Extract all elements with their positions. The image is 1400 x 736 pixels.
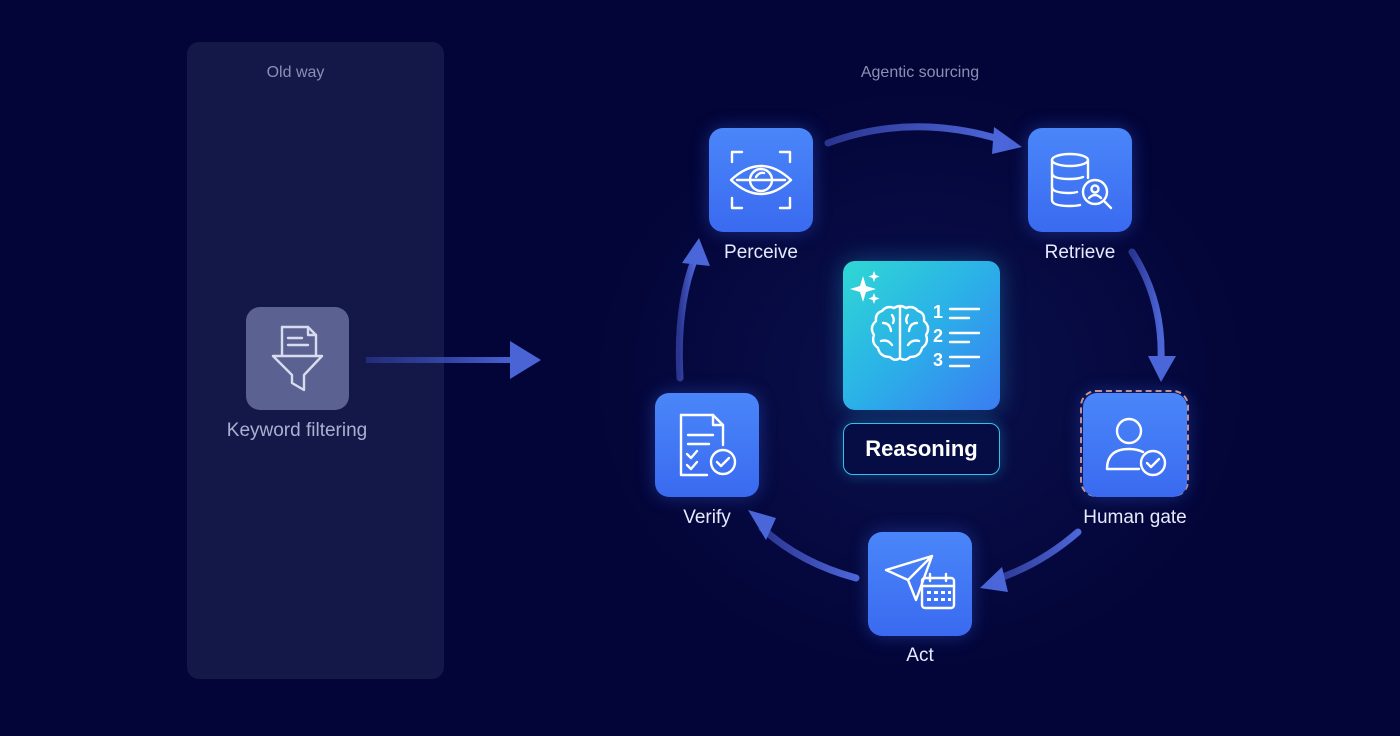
keyword-filtering-tile[interactable] [246,307,349,410]
cycle-arrowheads [682,127,1176,592]
act-tile[interactable] [868,532,972,636]
document-funnel-icon [271,325,324,392]
act-label: Act [906,645,934,666]
sparkle-icon [850,271,880,304]
agentic-sourcing-title: Agentic sourcing [860,64,980,81]
retrieve-label: Retrieve [1044,242,1116,263]
act-to-verify-arrow [758,524,860,582]
gate-to-act-arrow [990,528,1082,584]
perceive-to-retrieve-arrow [824,123,1006,147]
retrieve-to-gate-arrow [1128,248,1165,364]
verify-tile[interactable] [655,393,759,497]
transition-arrow [366,341,541,379]
svg-text:3: 3 [933,350,943,370]
keyword-filtering-label: Keyword filtering [226,420,368,441]
svg-text:1: 1 [933,302,943,322]
verify-to-perceive-arrow [675,254,699,382]
verify-label: Verify [683,507,731,528]
reasoning-tile[interactable]: 1 2 3 [843,261,1000,410]
database-search-icon [1050,152,1113,210]
document-checkmark-icon [679,413,737,477]
human-gate-label: Human gate [1083,507,1187,528]
user-check-icon [1105,417,1167,477]
human-gate-tile[interactable] [1083,393,1187,497]
svg-text:2: 2 [933,326,943,346]
brain-numbered-list-icon: 1 2 3 [850,271,981,370]
perceive-label: Perceive [724,242,798,263]
old-way-title: Old way [266,64,325,81]
reasoning-label: Reasoning [843,423,1000,475]
retrieve-tile[interactable] [1028,128,1132,232]
eye-scan-icon [729,150,793,210]
perceive-tile[interactable] [709,128,813,232]
send-calendar-icon [884,554,956,610]
